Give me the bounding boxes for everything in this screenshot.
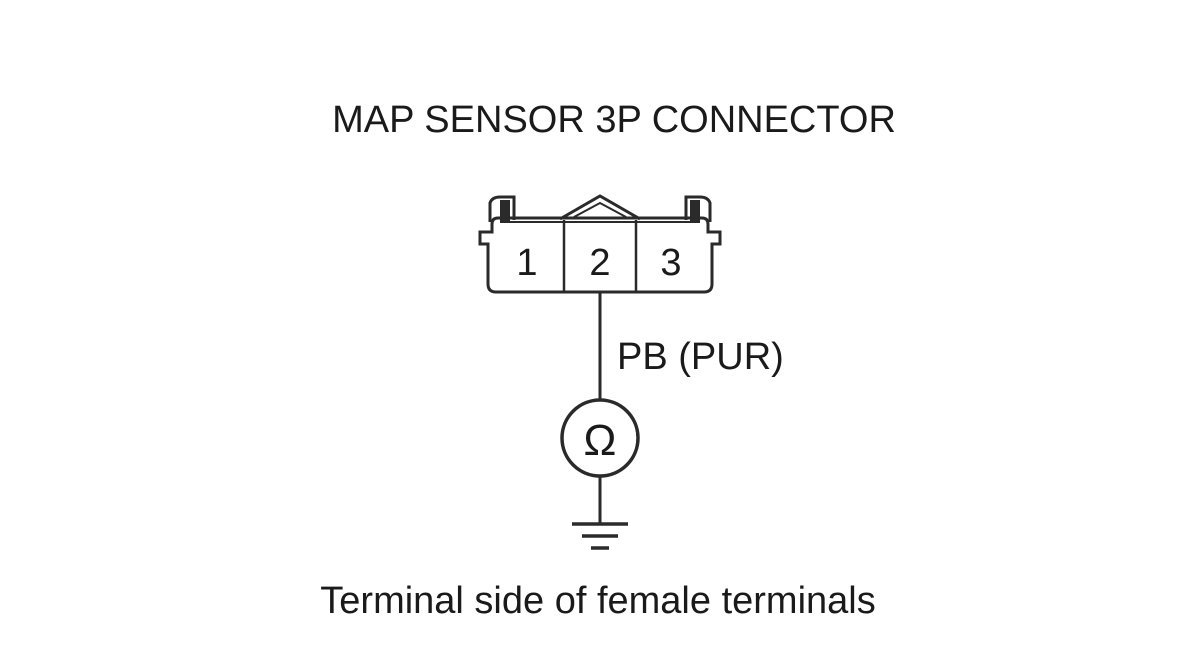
connector-outline <box>478 216 722 294</box>
connector-key <box>559 194 641 221</box>
diagram-caption: Terminal side of female terminals <box>320 580 875 622</box>
connector-key-inner <box>573 201 627 218</box>
ground-icon <box>572 522 628 550</box>
pin-label-2: 2 <box>589 242 610 284</box>
pin-label-1: 1 <box>516 242 537 284</box>
wire-label: PB (PUR) <box>617 336 784 378</box>
diagram-title: MAP SENSOR 3P CONNECTOR <box>332 99 896 141</box>
connector-3p: 1 2 3 <box>478 194 722 294</box>
ohmmeter-icon: Ω <box>560 398 640 478</box>
left-latch <box>488 195 516 222</box>
ohm-symbol: Ω <box>584 416 617 465</box>
pin-label-3: 3 <box>660 242 681 284</box>
right-latch <box>684 195 712 222</box>
